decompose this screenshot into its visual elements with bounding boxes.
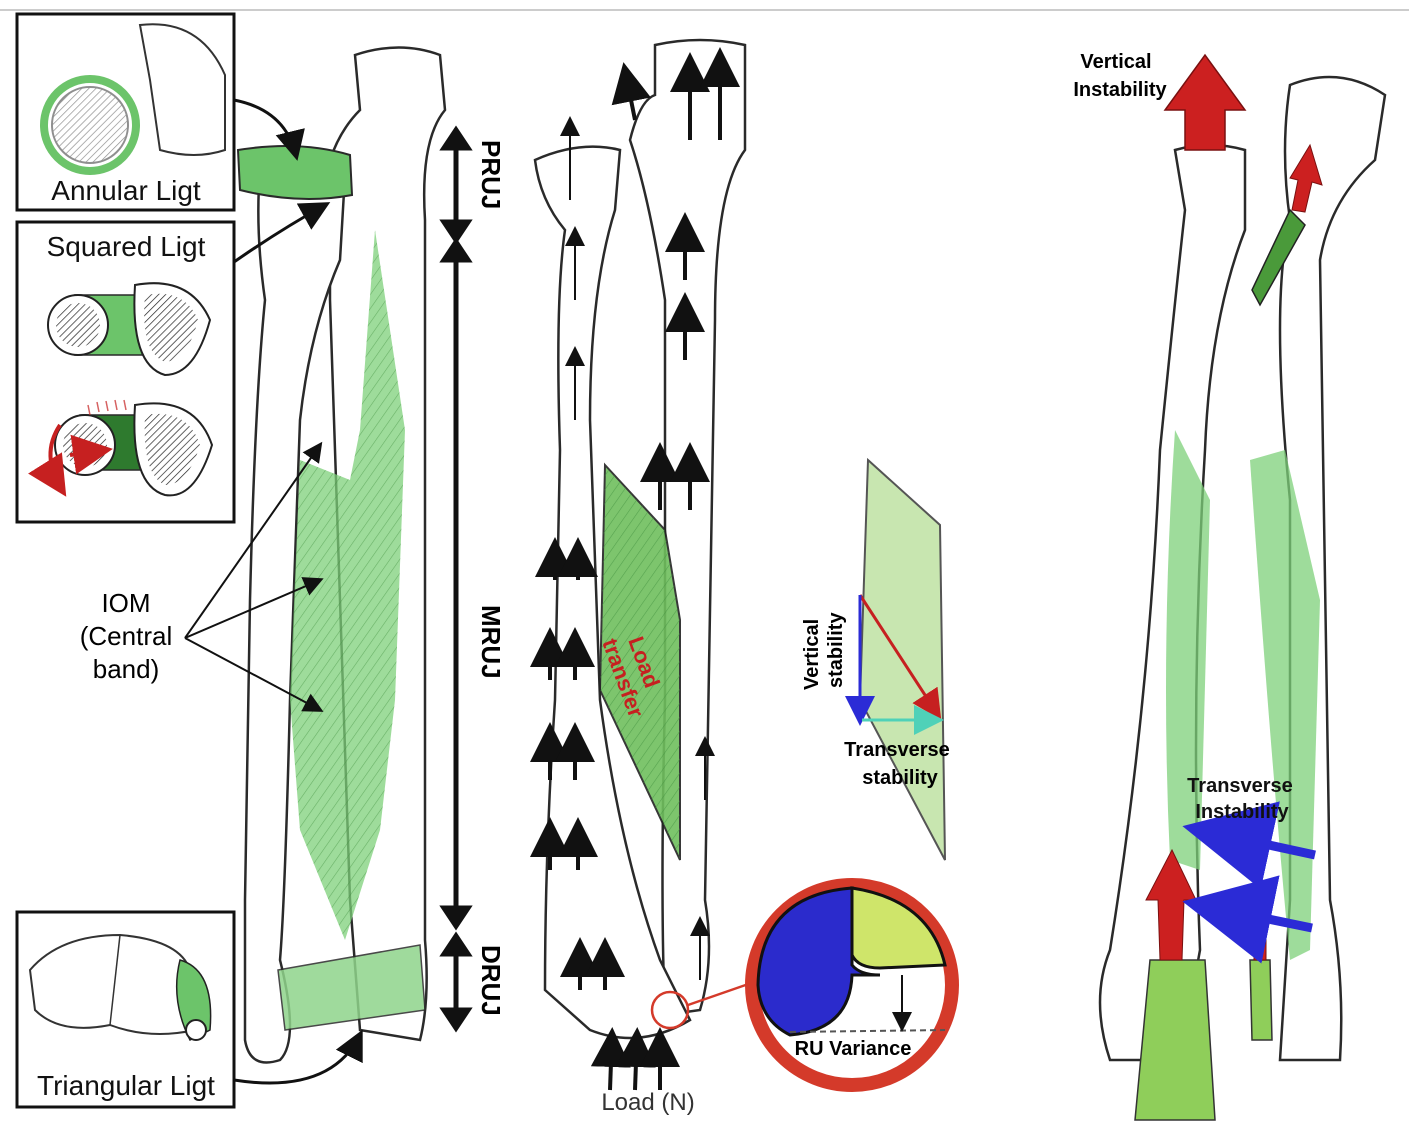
- squared-ligament-label: Squared Ligt: [47, 231, 206, 262]
- vertical-instability-label-2: Instability: [1073, 79, 1167, 101]
- membrane-hatching: [600, 465, 680, 860]
- joint-span-arrows: [439, 125, 473, 1033]
- transverse-stability-label-2: stability: [862, 767, 938, 789]
- iom-label-2: (Central: [80, 621, 172, 651]
- transverse-instability-label-1: Transverse: [1187, 775, 1293, 797]
- vertical-stability-label-1: Vertical: [801, 619, 823, 690]
- red-arrow-icon: [69, 434, 113, 475]
- squared-ligament-inset: Squared Ligt: [15, 220, 236, 524]
- rotation-arrow-icon: [28, 423, 67, 497]
- transverse-stability-label-1: Transverse: [844, 739, 950, 761]
- force-arrows: [530, 47, 740, 1091]
- ru-variance-magnifier: RU Variance: [745, 878, 959, 1092]
- small-tendon: [1249, 959, 1273, 1041]
- vertical-instability-label-1: Vertical: [1080, 51, 1151, 73]
- mruj-label: MRUJ: [476, 605, 506, 679]
- vertical-stability-label-2: stability: [825, 612, 847, 688]
- callout-arrows: [233, 98, 363, 1085]
- load-label: Load (N): [601, 1089, 694, 1116]
- triangular-ligament-inset: Triangular Ligt: [15, 910, 236, 1109]
- transverse-instability-arrow-2: [1182, 875, 1313, 964]
- iom-pointer-lines: [184, 441, 324, 712]
- ru-focus-circle: [650, 990, 690, 1030]
- druj-label: DRUJ: [476, 945, 506, 1016]
- transverse-instability-arrow-1: [1182, 801, 1316, 890]
- torn-tendon: [1251, 208, 1306, 307]
- ru-variance-label: RU Variance: [795, 1038, 912, 1060]
- triangular-ligament-label: Triangular Ligt: [37, 1070, 215, 1101]
- right-iom-left: [1166, 430, 1210, 870]
- iom-label-3: band): [93, 654, 160, 684]
- distal-tendons: [1134, 959, 1216, 1121]
- proximal-red-arrow: [1289, 143, 1323, 213]
- pruj-label: PRUJ: [476, 140, 506, 209]
- vertical-instability-arrow: [1163, 53, 1247, 151]
- annular-ligament-label: Annular Ligt: [51, 175, 201, 206]
- iom-hatching: [290, 230, 405, 940]
- iom-label-1: IOM: [101, 588, 150, 618]
- right-iom-right: [1250, 450, 1320, 960]
- annular-ligament-inset: Annular Ligt: [15, 12, 236, 212]
- transverse-instability-label-2: Instability: [1195, 801, 1289, 823]
- resultant-arrow: [858, 594, 942, 721]
- distal-band: [277, 944, 426, 1031]
